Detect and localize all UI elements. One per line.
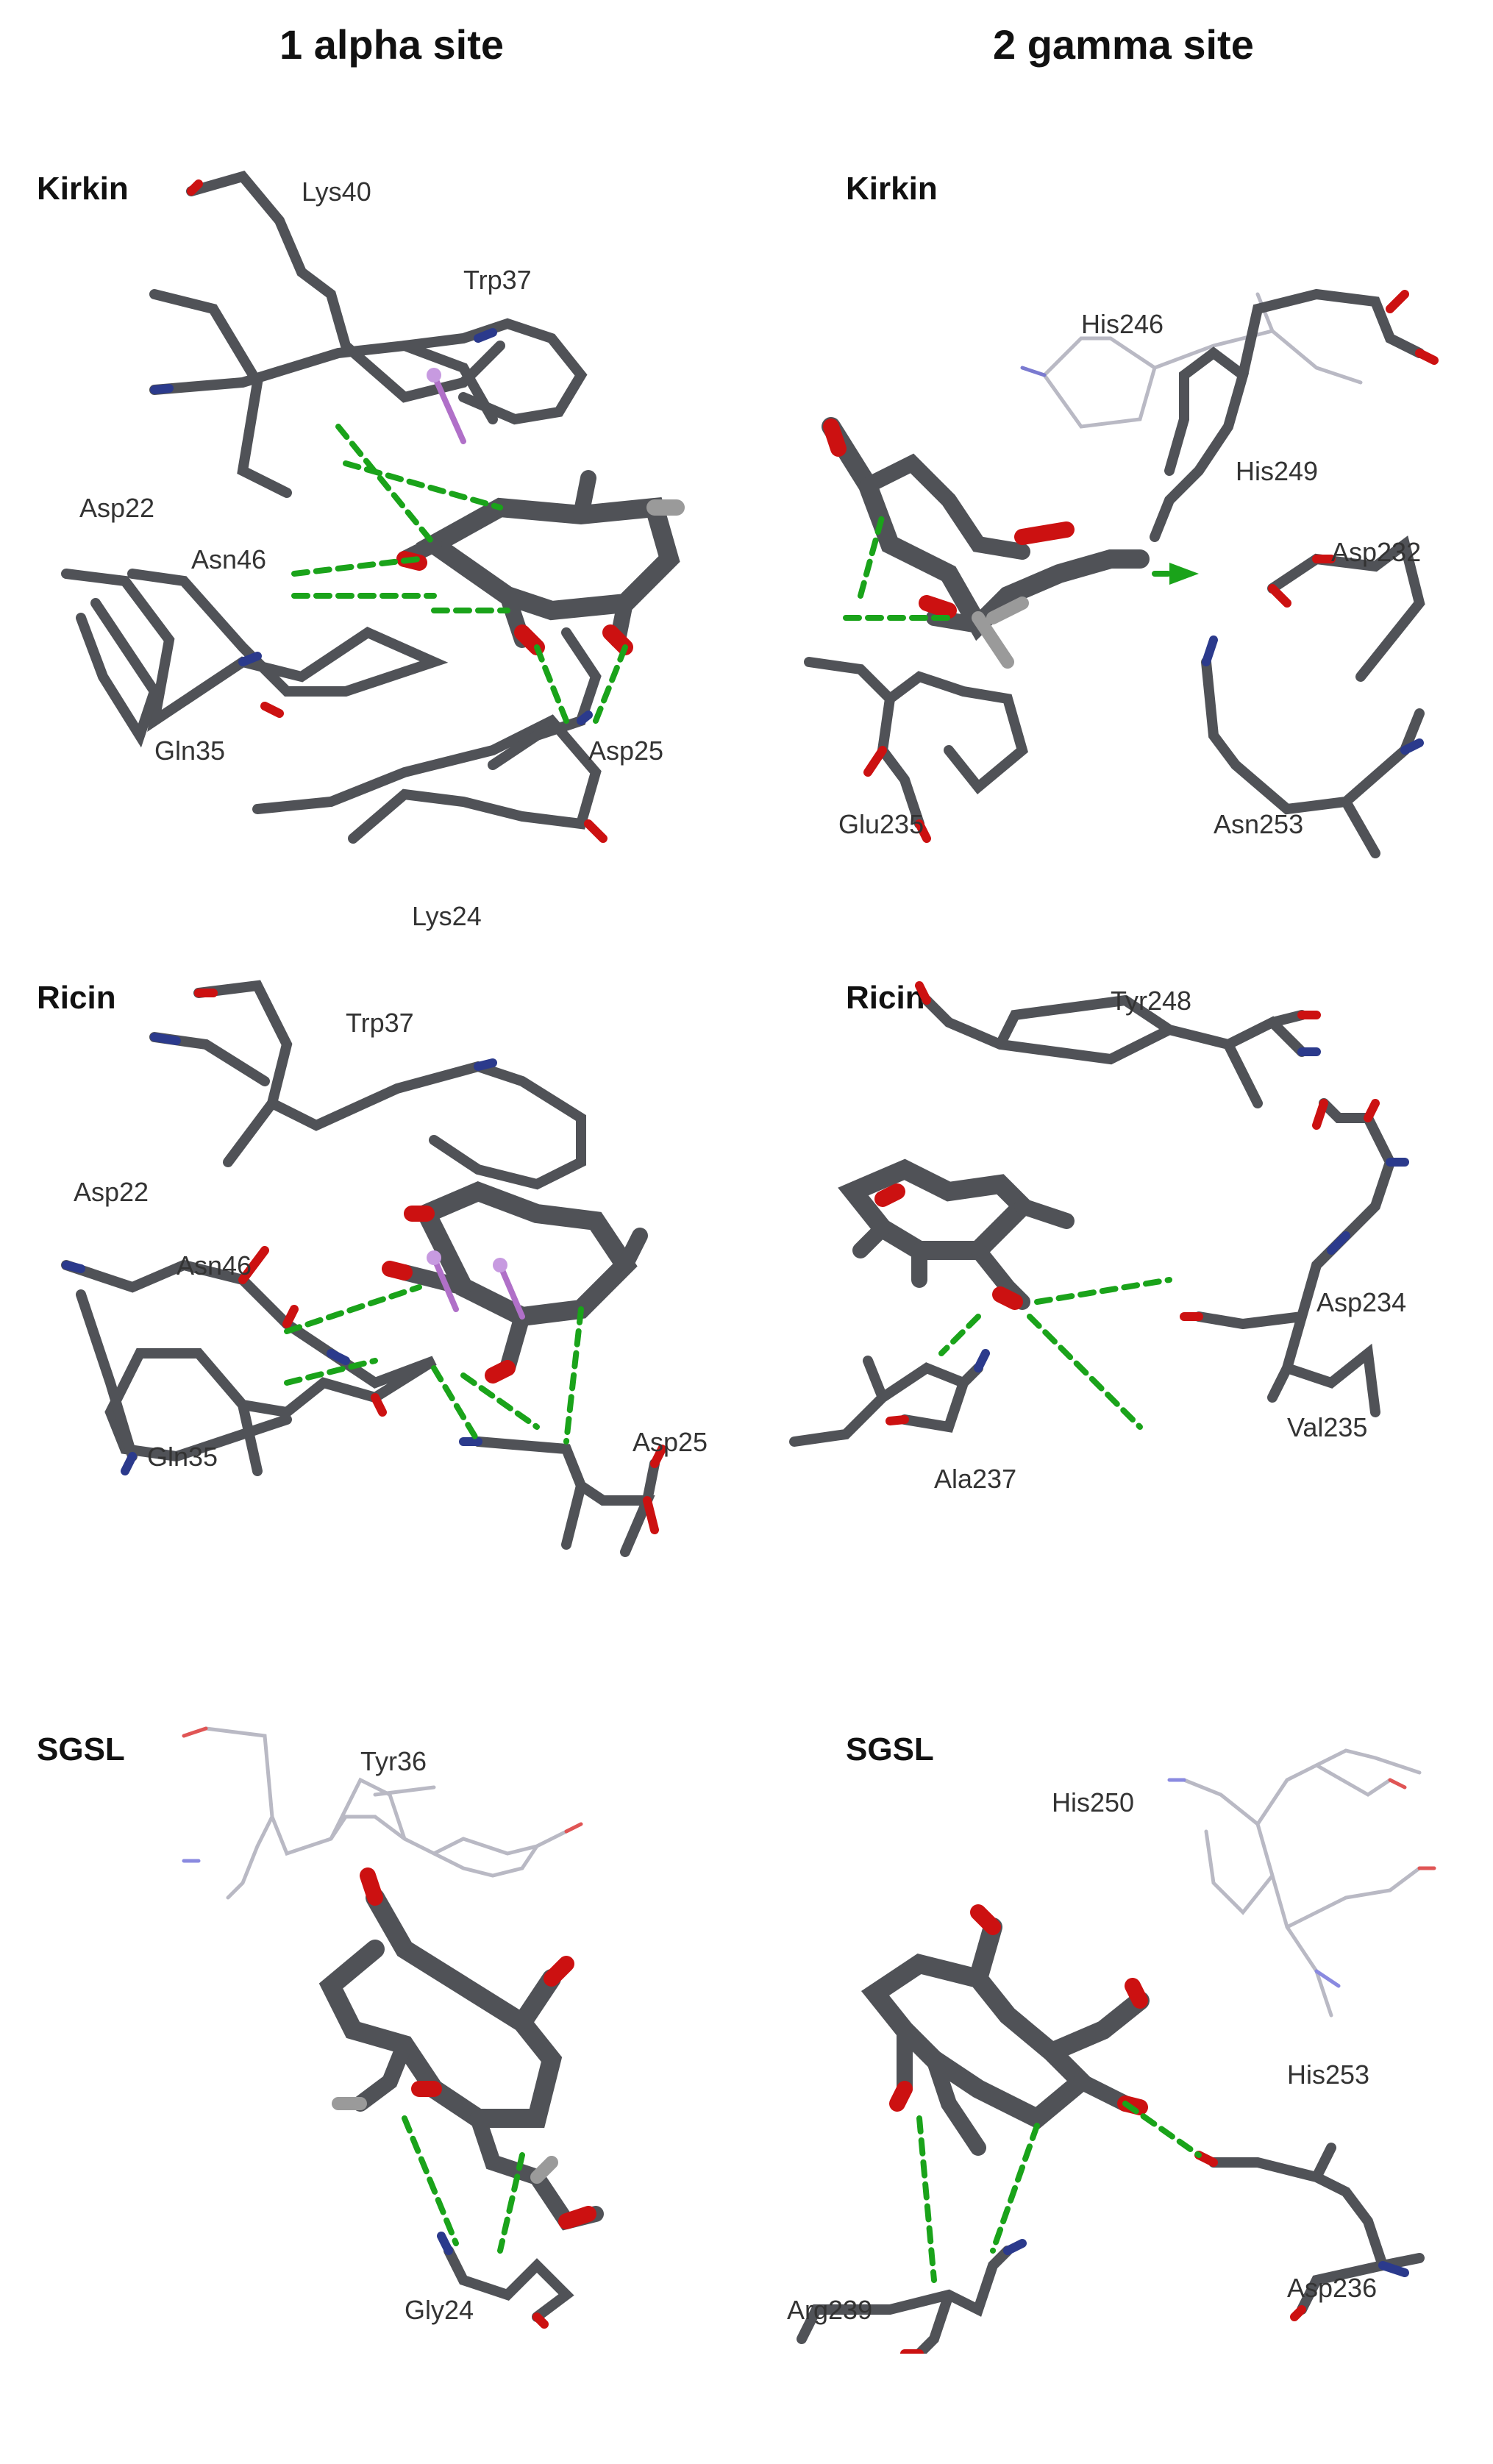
panel-alpha-sgsl: SGSL Tyr36 Gly24 <box>22 1706 743 2464</box>
residue-label: Lys40 <box>302 177 371 207</box>
residue-label: Gly24 <box>405 2295 474 2325</box>
panel-gamma-sgsl: SGSL His250 His253 <box>758 1706 1478 2464</box>
residue-label: His253 <box>1287 2059 1370 2090</box>
residue-label: His246 <box>1081 309 1164 339</box>
residue-label: Ala237 <box>934 1464 1017 1494</box>
residue-label: Lys24 <box>412 901 482 931</box>
residue-label: Tyr248 <box>1111 986 1192 1016</box>
molecule-view <box>804 288 1439 858</box>
panel-alpha-kirkin: Kirkin <box>22 162 743 931</box>
residue-label: Asp232 <box>1331 537 1422 567</box>
residue-label: Val235 <box>1287 1412 1368 1442</box>
residue-label: His249 <box>1236 456 1319 486</box>
molecule-view <box>182 1726 604 2329</box>
residue-label: Asp25 <box>588 736 664 766</box>
molecule-view <box>61 980 666 1557</box>
residue-label: Gln35 <box>147 1442 218 1472</box>
residue-label: Asp234 <box>1316 1287 1407 1317</box>
residue-label: His250 <box>1052 1787 1135 1817</box>
molecule-view <box>797 1748 1436 2354</box>
molecule-view <box>61 171 685 844</box>
panel-label: SGSL <box>846 1731 934 1767</box>
residue-label: Asp236 <box>1287 2273 1378 2303</box>
panel-label: SGSL <box>37 1731 125 1767</box>
panel-label: Ricin <box>37 980 116 1016</box>
residue-label: Tyr36 <box>360 1746 427 1776</box>
panel-gamma-kirkin: Kirkin <box>758 162 1478 919</box>
panel-label: Ricin <box>846 980 925 1016</box>
panel-label: Kirkin <box>37 171 129 207</box>
residue-label: Arg239 <box>787 2295 873 2325</box>
residue-label: Asp22 <box>79 493 155 523</box>
panel-alpha-ricin: Ricin <box>22 971 743 1728</box>
residue-label: Gln35 <box>154 736 226 766</box>
residue-label: Asn46 <box>191 544 267 574</box>
molecule-view <box>789 981 1409 1447</box>
residue-label: Trp37 <box>346 1008 414 1038</box>
residue-label: Glu235 <box>838 809 924 839</box>
residue-label: Asn46 <box>177 1250 252 1281</box>
residue-label: Asn253 <box>1214 809 1304 839</box>
residue-label: Asp22 <box>74 1177 149 1207</box>
column-title-gamma: 2 gamma site <box>993 21 1254 68</box>
column-title-alpha: 1 alpha site <box>279 21 505 68</box>
residue-label: Trp37 <box>463 265 532 295</box>
residue-label: Asp25 <box>633 1427 708 1457</box>
panel-label: Kirkin <box>846 171 938 207</box>
panel-gamma-ricin: Ricin Tyr248 <box>758 971 1478 1728</box>
